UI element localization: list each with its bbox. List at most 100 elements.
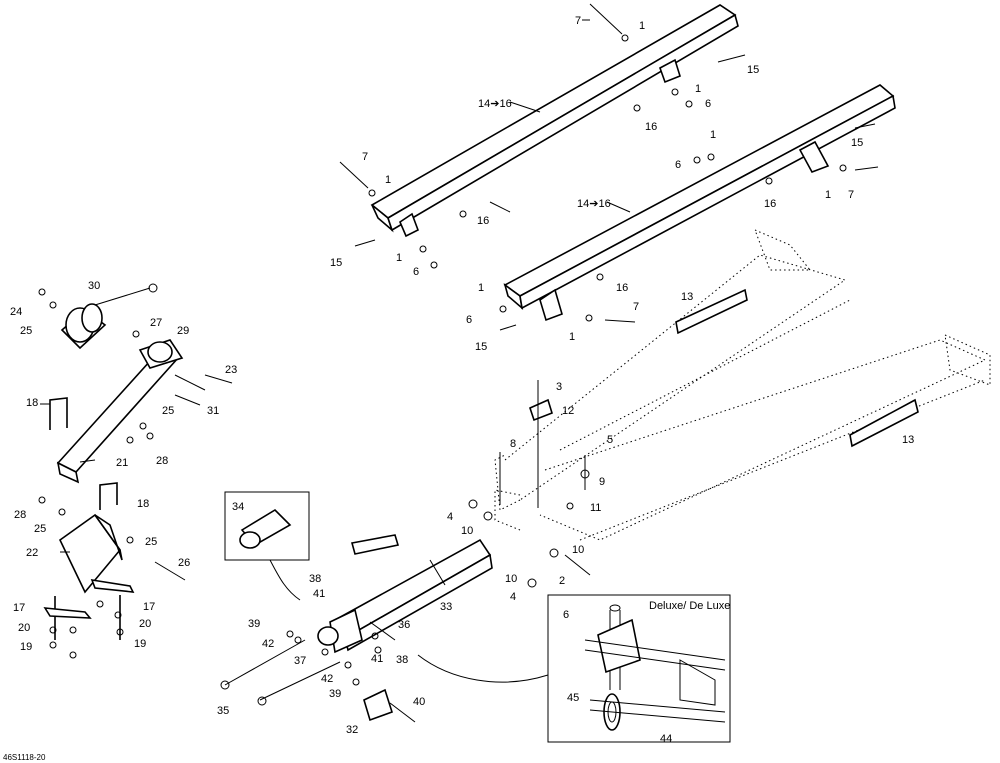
callout-15: 15 bbox=[330, 257, 342, 269]
callout-7: 7 bbox=[575, 15, 581, 27]
callout-14to16: 14➔16 bbox=[577, 198, 611, 210]
callout-42: 42 bbox=[321, 673, 333, 685]
callout-31: 31 bbox=[207, 405, 219, 417]
callout-16: 16 bbox=[764, 198, 776, 210]
callout-34: 34 bbox=[232, 501, 244, 513]
callout-6: 6 bbox=[675, 159, 681, 171]
callout-25: 25 bbox=[20, 325, 32, 337]
callout-23: 23 bbox=[225, 364, 237, 376]
callout-1: 1 bbox=[396, 252, 402, 264]
callout-6: 6 bbox=[563, 609, 569, 621]
callout-15: 15 bbox=[747, 64, 759, 76]
callout-10: 10 bbox=[572, 544, 584, 556]
callout-1: 1 bbox=[825, 189, 831, 201]
callout-19: 19 bbox=[20, 641, 32, 653]
callout-28: 28 bbox=[14, 509, 26, 521]
decal-13-upper bbox=[675, 288, 748, 335]
callout-16: 16 bbox=[616, 282, 628, 294]
document-number: 46S1118-20 bbox=[3, 753, 46, 762]
callout-13: 13 bbox=[902, 434, 914, 446]
callout-7: 7 bbox=[848, 189, 854, 201]
callout-41: 41 bbox=[371, 653, 383, 665]
callout-16: 16 bbox=[645, 121, 657, 133]
winch-stand bbox=[38, 283, 233, 484]
callout-25: 25 bbox=[162, 405, 174, 417]
callout-1: 1 bbox=[710, 129, 716, 141]
callout-11: 11 bbox=[590, 502, 601, 514]
callout-25: 25 bbox=[145, 536, 157, 548]
callout-3: 3 bbox=[556, 381, 562, 393]
callout-12: 12 bbox=[562, 405, 574, 417]
callout-15: 15 bbox=[475, 341, 487, 353]
callout-8: 8 bbox=[510, 438, 516, 450]
winch-post-bracket bbox=[38, 496, 186, 659]
coupler-inset bbox=[224, 491, 310, 601]
callout-24: 24 bbox=[10, 306, 22, 318]
callout-1: 1 bbox=[639, 20, 645, 32]
callout-6: 6 bbox=[466, 314, 472, 326]
callout-45: 45 bbox=[567, 692, 579, 704]
callout-15: 15 bbox=[851, 137, 863, 149]
callout-7: 7 bbox=[633, 301, 639, 313]
callout-36: 36 bbox=[398, 619, 410, 631]
callout-32: 32 bbox=[346, 724, 358, 736]
callout-10: 10 bbox=[505, 573, 517, 585]
callout-18: 18 bbox=[26, 397, 38, 409]
callout-1: 1 bbox=[385, 174, 391, 186]
callout-deluxe: Deluxe/ De Luxe bbox=[649, 600, 730, 612]
callout-39: 39 bbox=[329, 688, 341, 700]
callout-30: 30 bbox=[88, 280, 100, 292]
callout-27: 27 bbox=[150, 317, 162, 329]
callout-44: 44 bbox=[660, 733, 672, 745]
callout-7: 7 bbox=[362, 151, 368, 163]
safety-chains bbox=[220, 621, 396, 706]
callout-33: 33 bbox=[440, 601, 452, 613]
callout-leaders bbox=[40, 19, 631, 553]
decal-43 bbox=[350, 534, 400, 555]
callout-35: 35 bbox=[217, 705, 229, 717]
callout-2: 2 bbox=[559, 575, 565, 587]
callout-42: 42 bbox=[262, 638, 274, 650]
callout-6: 6 bbox=[705, 98, 711, 110]
callout-10: 10 bbox=[461, 525, 473, 537]
frame-hardware bbox=[468, 380, 591, 588]
trailer-frame bbox=[494, 229, 991, 541]
trailer-tongue bbox=[317, 538, 493, 654]
callout-21: 21 bbox=[116, 457, 128, 469]
callout-37: 37 bbox=[294, 655, 306, 667]
callout-13: 13 bbox=[681, 291, 693, 303]
callout-4: 4 bbox=[447, 511, 453, 523]
callout-1: 1 bbox=[695, 83, 701, 95]
callout-20: 20 bbox=[18, 622, 30, 634]
callout-28: 28 bbox=[156, 455, 168, 467]
callout-17: 17 bbox=[13, 602, 25, 614]
callout-22: 22 bbox=[26, 547, 38, 559]
callout-1: 1 bbox=[478, 282, 484, 294]
callout-16: 16 bbox=[477, 215, 489, 227]
callout-14to16: 14➔16 bbox=[478, 98, 512, 110]
callout-25: 25 bbox=[34, 523, 46, 535]
callout-29: 29 bbox=[177, 325, 189, 337]
callout-38: 38 bbox=[396, 654, 408, 666]
bunk-hardware bbox=[339, 3, 879, 331]
callout-20: 20 bbox=[139, 618, 151, 630]
deluxe-inset bbox=[417, 594, 731, 743]
callout-41: 41 bbox=[313, 588, 325, 600]
callout-9: 9 bbox=[599, 476, 605, 488]
callout-labels: 7 1 15 1 6 14➔16 16 1 15 7 6 1 1 7 14➔16… bbox=[10, 15, 914, 745]
jack-bracket bbox=[363, 688, 393, 722]
callout-38: 38 bbox=[309, 573, 321, 585]
callout-18: 18 bbox=[137, 498, 149, 510]
callout-6: 6 bbox=[413, 266, 419, 278]
callout-40: 40 bbox=[413, 696, 425, 708]
callout-1: 1 bbox=[569, 331, 575, 343]
callout-19: 19 bbox=[134, 638, 146, 650]
bunk-board-upper bbox=[370, 4, 739, 238]
bunk-board-lower bbox=[503, 84, 896, 322]
decal-13-lower bbox=[849, 398, 919, 448]
callout-26: 26 bbox=[178, 557, 190, 569]
callout-4: 4 bbox=[510, 591, 516, 603]
u-bolts bbox=[49, 397, 121, 640]
callout-39: 39 bbox=[248, 618, 260, 630]
